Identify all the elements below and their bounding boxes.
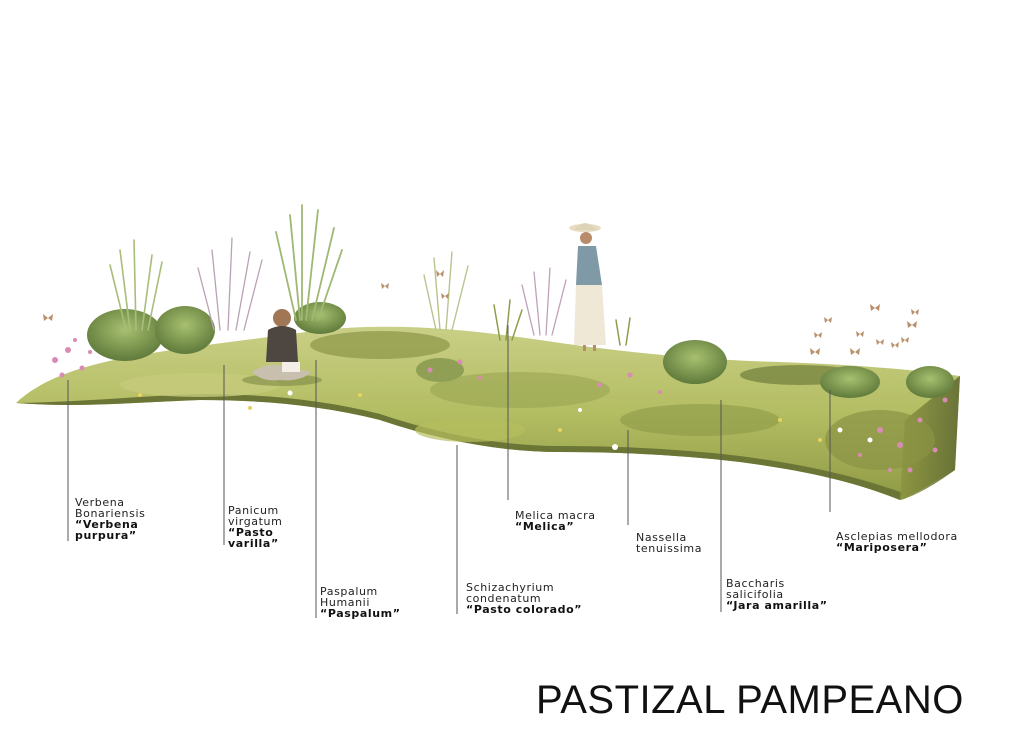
scientific-name: Schizachyrium condenatum (466, 581, 555, 605)
butterfly-icon (810, 348, 820, 355)
species-label-panicum: Panicum virgatum “Pasto varilla” (228, 505, 282, 549)
common-name: “Pasto colorado” (466, 603, 583, 616)
butterfly-icon (824, 317, 832, 323)
person-standing-icon (569, 223, 606, 351)
butterfly-icon (441, 293, 449, 299)
butterfly-icon (436, 270, 444, 277)
scientific-name: Baccharis salicifolia (726, 577, 785, 601)
butterfly-icon (43, 314, 53, 321)
species-label-melica: Melica macra “Melica” (515, 510, 596, 532)
flowers (52, 338, 948, 473)
scientific-name: Verbena Bonariensis (75, 496, 146, 520)
tall-grasses (109, 204, 631, 346)
species-label-verbena: Verbena Bonariensis “Verbena purpura” (75, 497, 145, 541)
species-label-asclepias: Asclepias mellodora “Mariposera” (836, 531, 958, 553)
scientific-name: Panicum virgatum (228, 504, 283, 528)
common-name: “Jara amarilla” (726, 599, 828, 612)
butterfly-icon (891, 342, 899, 348)
butterfly-icon (911, 309, 919, 315)
scientific-name: Asclepias mellodora (836, 530, 958, 543)
common-name: “Mariposera” (836, 541, 928, 554)
butterfly-icon (870, 304, 880, 311)
butterfly-icon (850, 348, 860, 355)
butterfly-icon (901, 337, 909, 343)
species-label-nassella: Nassella tenuissima (636, 532, 702, 554)
common-name: “Paspalum” (320, 607, 401, 620)
scientific-name: Nassella tenuissima (636, 531, 703, 555)
butterfly-icon (814, 332, 822, 338)
common-name: “Verbena purpura” (75, 518, 139, 542)
person-sitting-icon (242, 309, 322, 386)
scientific-name: Paspalum Humanii (320, 585, 378, 609)
butterfly-icon (907, 321, 917, 328)
butterflies (43, 270, 919, 355)
scientific-name: Melica macra (515, 509, 596, 522)
species-label-paspalum: Paspalum Humanii “Paspalum” (320, 586, 401, 619)
butterfly-icon (381, 283, 389, 289)
common-name: “Melica” (515, 520, 575, 533)
common-name: “Pasto varilla” (228, 526, 279, 550)
species-label-schizachyrium: Schizachyrium condenatum “Pasto colorado… (466, 582, 582, 615)
page-title: PASTIZAL PAMPEANO (536, 678, 964, 722)
species-label-baccharis: Baccharis salicifolia “Jara amarilla” (726, 578, 828, 611)
butterfly-icon (876, 339, 884, 345)
leader-lines (67, 325, 831, 618)
butterfly-icon (856, 331, 864, 337)
